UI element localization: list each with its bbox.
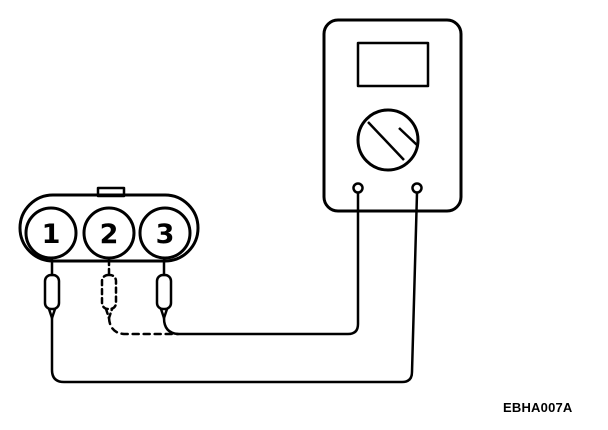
- pin-label-2: 2: [100, 219, 119, 250]
- multimeter-terminal-right: [411, 182, 423, 194]
- multimeter-body: [322, 18, 463, 213]
- pin-label-1: 1: [42, 219, 61, 250]
- multimeter-display: [356, 41, 430, 88]
- connector-pin-labels: 1 2 3: [42, 219, 175, 250]
- multimeter-terminal-left: [352, 182, 364, 194]
- multimeter: [322, 18, 463, 213]
- connector-pin-2: [82, 206, 136, 260]
- wire-pin-2-alternate: [107, 316, 180, 336]
- wire-pin-1-to-right-terminal: [50, 191, 419, 384]
- figure-code: EBHA007A: [503, 400, 573, 415]
- wire-pin-3-to-left-terminal: [162, 191, 360, 336]
- probe-pin-3: [155, 258, 173, 320]
- connector-pin-1: [24, 206, 78, 260]
- wires: [50, 191, 419, 384]
- probe-pin-1: [43, 258, 61, 320]
- connector-pin-3: [138, 206, 192, 260]
- multimeter-dial: [356, 108, 420, 172]
- pin-label-3: 3: [156, 219, 175, 250]
- probes: [43, 258, 173, 320]
- probe-pin-2: [100, 258, 118, 320]
